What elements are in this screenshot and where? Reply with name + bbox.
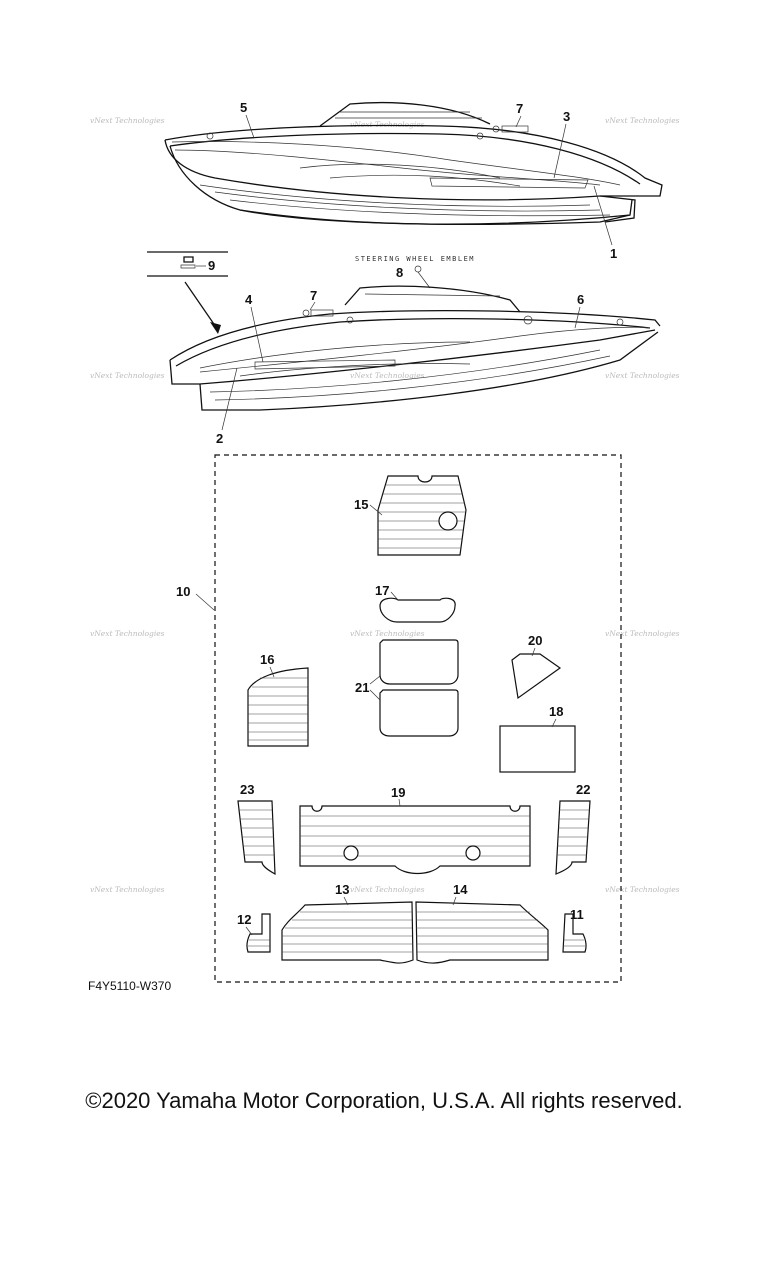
watermark: vNext Technologies — [605, 116, 680, 125]
callout-17: 17 — [375, 583, 389, 598]
upper-boat-drawing — [164, 101, 663, 225]
inset-9: 9 — [147, 251, 228, 334]
mat-22: 22 — [555, 782, 591, 875]
watermark: vNext Technologies — [90, 116, 165, 125]
callout-20: 20 — [528, 633, 542, 648]
mat-23: 23 — [237, 782, 276, 876]
mat-18: 18 — [499, 704, 576, 773]
callout-7: 7 — [516, 101, 523, 116]
drawing-code: F4Y5110-W370 — [88, 979, 171, 993]
mat-17: 17 — [375, 583, 456, 623]
watermark: vNext Technologies — [350, 120, 425, 129]
callout-19: 19 — [391, 785, 405, 800]
watermark: vNext Technologies — [350, 629, 425, 638]
upper-boat-callouts: 5 7 3 1 — [240, 100, 617, 261]
mat-16: 16 — [247, 652, 309, 747]
callout-1: 1 — [610, 246, 617, 261]
lower-boat-callouts: 8 7 4 6 2 — [216, 265, 584, 446]
callout-18: 18 — [549, 704, 563, 719]
mat-21: 21 — [355, 639, 459, 737]
watermark: vNext Technologies — [605, 629, 680, 638]
watermarks: vNext Technologies vNext Technologies vN… — [90, 116, 680, 894]
callout-5: 5 — [240, 100, 247, 115]
callout-4: 4 — [245, 292, 253, 307]
callout-3: 3 — [563, 109, 570, 124]
callout-21: 21 — [355, 680, 369, 695]
mat-12: 12 — [237, 912, 271, 953]
parts-diagram: vNext Technologies vNext Technologies vN… — [88, 100, 680, 993]
callout-22: 22 — [576, 782, 590, 797]
callout-9: 9 — [208, 258, 215, 273]
mat-15: 15 — [354, 475, 467, 556]
callout-2: 2 — [216, 431, 223, 446]
watermark: vNext Technologies — [350, 371, 425, 380]
mat-kit-frame — [214, 454, 622, 983]
callout-23: 23 — [240, 782, 254, 797]
lower-boat-drawing: STEERING WHEEL EMBLEM — [169, 255, 661, 411]
callout-14: 14 — [453, 882, 468, 897]
watermark: vNext Technologies — [90, 371, 165, 380]
watermark: vNext Technologies — [605, 371, 680, 380]
copyright-notice: ©2020 Yamaha Motor Corporation, U.S.A. A… — [85, 1088, 683, 1113]
callout-10: 10 — [176, 584, 190, 599]
callout-15: 15 — [354, 497, 368, 512]
callout-13: 13 — [335, 882, 349, 897]
mat-13: 13 — [281, 882, 414, 964]
callout-12: 12 — [237, 912, 251, 927]
callout-7: 7 — [310, 288, 317, 303]
mat-14: 14 — [415, 882, 549, 964]
callout-11: 11 — [570, 907, 584, 922]
watermark: vNext Technologies — [90, 629, 165, 638]
mat-19: 19 — [299, 785, 531, 875]
watermark: vNext Technologies — [90, 885, 165, 894]
callout-8: 8 — [396, 265, 403, 280]
mat-20: 20 — [511, 633, 562, 700]
steering-wheel-emblem-caption: STEERING WHEEL EMBLEM — [355, 255, 475, 263]
mat-11: 11 — [562, 907, 587, 953]
callout-16: 16 — [260, 652, 274, 667]
watermark: vNext Technologies — [605, 885, 680, 894]
callout-6: 6 — [577, 292, 584, 307]
watermark: vNext Technologies — [350, 885, 425, 894]
